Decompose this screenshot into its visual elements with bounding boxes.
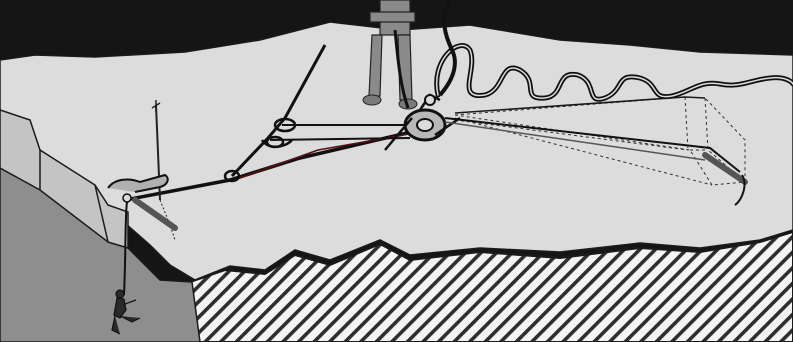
rigging-diagram xyxy=(0,0,793,342)
